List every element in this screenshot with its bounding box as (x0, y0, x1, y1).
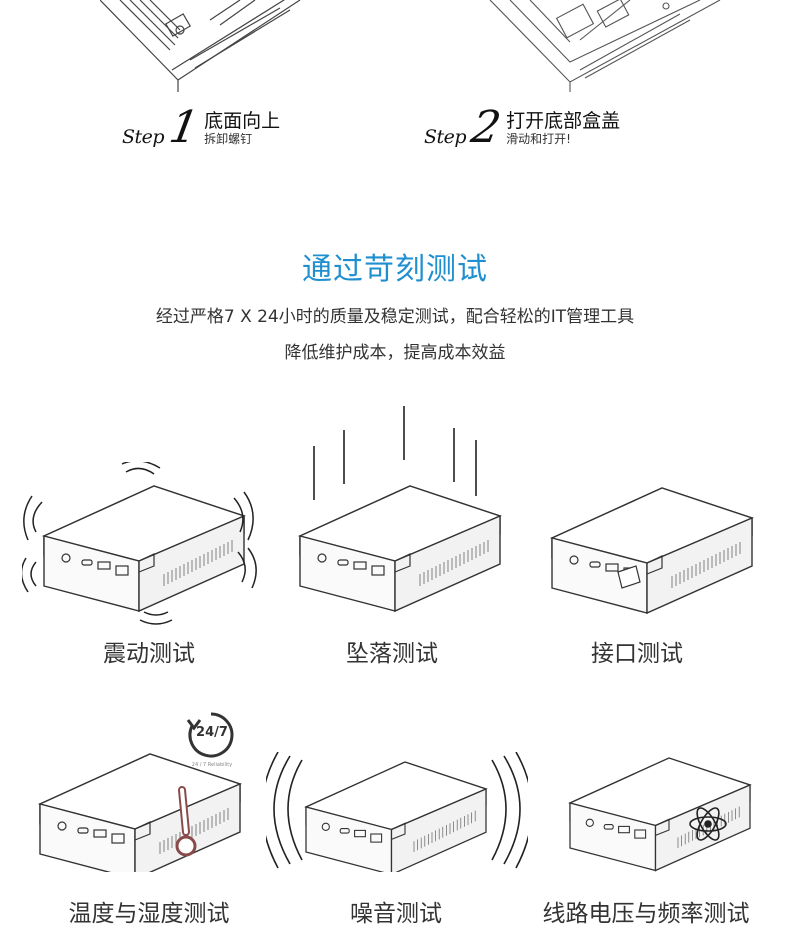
clock-arrow-icon (186, 712, 234, 758)
test-label-temperature-humidity: 温度与湿度测试 (68, 901, 230, 927)
badge-caption: 24 / 7 Reliability (191, 762, 233, 768)
badge-text: 24/7 (196, 725, 228, 740)
test-label-voltage-frequency: 线路电压与频率测试 (542, 901, 750, 927)
test-label-interface: 接口测试 (591, 641, 683, 667)
interface-test-illustration (551, 487, 753, 614)
step-title: 打开底部盒盖 (506, 110, 621, 132)
voltage-frequency-test-illustration (569, 757, 751, 872)
noise-test-illustration (266, 752, 528, 872)
atom-icon (689, 807, 727, 841)
step-title: 底面向上 (204, 110, 281, 132)
step2-device-illustration (489, 0, 721, 92)
step-1: Step 1 底面向上 拆卸螺钉 (122, 102, 281, 153)
vibration-test-illustration (22, 462, 257, 625)
test-label-vibration: 震动测试 (103, 641, 195, 667)
step-number: 2 (467, 102, 505, 153)
reliability-badge: 24/7 24 / 7 Reliability (184, 708, 240, 768)
step-word: Step (424, 126, 467, 148)
step-word: Step (122, 126, 165, 148)
section-description-line1: 经过严格7 X 24小时的质量及稳定测试，配合轻松的IT管理工具 (155, 307, 635, 327)
section-title: 通过苛刻测试 (302, 252, 488, 287)
step-subtitle: 拆卸螺钉 (204, 132, 253, 146)
thermometer-icon (175, 786, 197, 857)
temperature-humidity-test-illustration (39, 753, 241, 872)
step-number: 1 (165, 102, 203, 153)
test-label-drop: 坠落测试 (346, 641, 438, 667)
step-subtitle: 滑动和打开! (506, 132, 571, 146)
test-label-noise: 噪音测试 (350, 901, 442, 927)
step1-device-illustration (100, 0, 301, 92)
drop-test-illustration (299, 406, 501, 612)
step-2: Step 2 打开底部盒盖 滑动和打开! (424, 102, 621, 153)
section-description-line2: 降低维护成本，提高成本效益 (284, 343, 506, 363)
